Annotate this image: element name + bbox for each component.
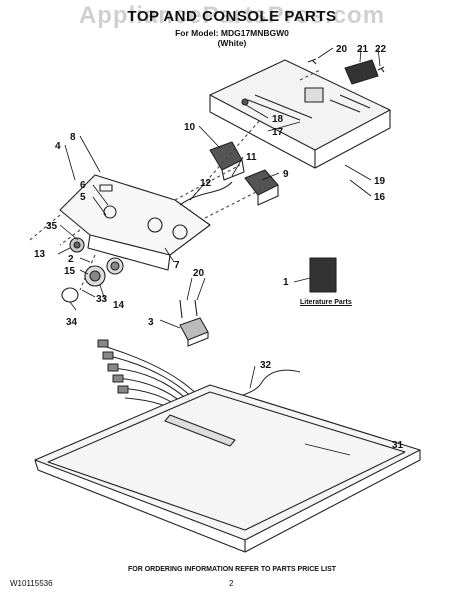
callout-18: 18: [272, 114, 284, 125]
page-number: 2: [229, 579, 234, 588]
page-title: TOP AND CONSOLE PARTS: [127, 8, 337, 25]
callout-12: 12: [200, 178, 212, 189]
knob-13: [69, 237, 85, 253]
callout-8: 8: [70, 132, 76, 143]
callout-15: 15: [64, 266, 76, 277]
ordering-info: FOR ORDERING INFORMATION REFER TO PARTS …: [127, 566, 337, 573]
page-subtitle: For Model: MDG17MNBGW0 (White): [0, 28, 464, 48]
callout-9: 9: [283, 169, 289, 180]
callout-21: 21: [357, 44, 369, 55]
callout-33: 33: [96, 294, 108, 305]
literature-parts-label: Literature Parts: [300, 299, 352, 306]
callout-6: 6: [80, 180, 86, 191]
push-switch: [244, 169, 279, 206]
callout-11: 11: [246, 152, 257, 163]
callout-3: 3: [148, 317, 154, 328]
callout-16: 16: [374, 192, 386, 203]
model-line: For Model: MDG17MNBGW0: [175, 28, 289, 38]
callout-20b: 20: [193, 268, 205, 279]
screw-22: [377, 66, 385, 73]
callout-31: 31: [392, 440, 404, 451]
document-number: W10115536: [10, 579, 53, 588]
cover-plate: [344, 59, 379, 85]
callout-4: 4: [55, 141, 61, 152]
rear-console-panel: [209, 59, 391, 169]
top-panel: [34, 384, 421, 553]
callout-32: 32: [260, 360, 272, 371]
callout-5: 5: [80, 192, 86, 203]
literature-booklet: [309, 257, 337, 293]
callout-22: 22: [375, 44, 387, 55]
callout-19: 19: [374, 176, 386, 187]
callout-10: 10: [184, 122, 196, 133]
callout-13: 13: [34, 249, 46, 260]
color-line: (White): [217, 38, 247, 48]
callout-34: 34: [66, 317, 78, 328]
knob-assembly: [84, 257, 124, 287]
callout-1: 1: [283, 277, 289, 288]
disk-34: [61, 287, 79, 303]
callout-35: 35: [46, 221, 58, 232]
callout-2: 2: [68, 254, 74, 265]
callout-17: 17: [272, 127, 284, 138]
callout-14: 14: [113, 300, 125, 311]
callout-20: 20: [336, 44, 348, 55]
callout-7: 7: [174, 260, 180, 271]
wire-bracket: [179, 299, 209, 347]
harness-small: [179, 181, 233, 206]
screw-20: [307, 58, 317, 65]
timer-control: [209, 141, 245, 181]
